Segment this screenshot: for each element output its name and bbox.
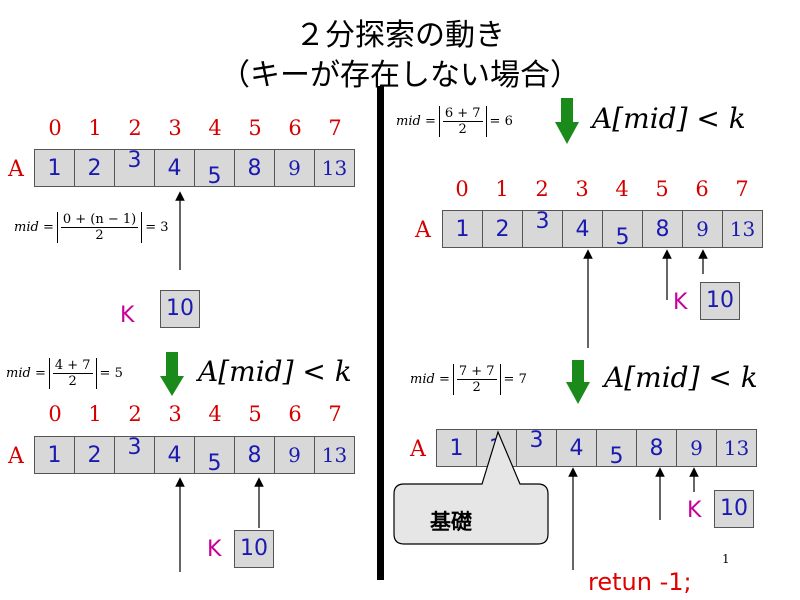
index-4: 4: [208, 402, 222, 426]
index-2: 2: [535, 177, 549, 201]
index-6: 6: [695, 177, 709, 201]
index-1: 1: [88, 116, 102, 140]
index-1: 1: [88, 402, 102, 426]
index-row-2: 0 1 2 3 4 5 6 7: [35, 402, 355, 426]
index-0: 0: [48, 402, 62, 426]
callout-bubble: [393, 430, 549, 545]
key-box-2: 10: [234, 530, 274, 568]
index-3: 3: [168, 116, 182, 140]
index-5: 5: [248, 116, 262, 140]
array-label-1: A: [8, 157, 24, 182]
array-label-4: A: [410, 437, 426, 462]
array-cell: 4: [556, 429, 597, 467]
key-label-4: K: [687, 498, 702, 523]
index-6: 6: [288, 116, 302, 140]
condition-2: A[mid] < k: [198, 355, 352, 388]
index-3: 3: [168, 402, 182, 426]
array-cell: 8: [636, 429, 677, 467]
array-3: 1 2 3 4 5 8 9 13: [442, 209, 763, 250]
array-2: 1 2 3 4 5 8 9 13: [34, 435, 355, 476]
index-7: 7: [328, 116, 342, 140]
array-cell: 13: [314, 149, 355, 187]
array-cell: 4: [154, 436, 195, 474]
array-cell: 3: [114, 435, 155, 474]
array-cell: 13: [314, 436, 355, 474]
array-cell: 4: [562, 210, 603, 248]
array-1: 1 2 3 4 5 8 9 13: [34, 148, 355, 189]
return-statement: retun -1;: [588, 568, 692, 596]
array-cell: 9: [274, 436, 315, 474]
title-line-2: （キーが存在しない場合）: [220, 58, 580, 93]
array-cell: 3: [114, 148, 155, 187]
array-cell: 5: [194, 149, 235, 189]
array-cell: 3: [516, 428, 557, 467]
index-row-3: 0 1 2 3 4 5 6 7: [442, 177, 762, 201]
title-line-1: ２分探索の動き: [295, 18, 505, 53]
green-down-arrow-icon: [566, 360, 590, 404]
center-divider: [377, 86, 384, 580]
array-cell: 8: [642, 210, 683, 248]
array-cell: 1: [34, 149, 75, 187]
index-3: 3: [575, 177, 589, 201]
array-label-3: A: [415, 218, 431, 243]
key-label-1: K: [120, 303, 135, 328]
green-down-arrow-icon: [555, 98, 579, 144]
index-row-1: 0 1 2 3 4 5 6 7: [35, 116, 355, 140]
index-0: 0: [455, 177, 469, 201]
callout-text: 基礎: [430, 510, 472, 534]
index-5: 5: [655, 177, 669, 201]
index-6: 6: [288, 402, 302, 426]
page-number: 1: [722, 552, 730, 566]
array-cell: 2: [74, 436, 115, 474]
key-label-2: K: [207, 537, 222, 562]
array-cell: 13: [716, 429, 757, 467]
index-7: 7: [735, 177, 749, 201]
array-cell: 4: [154, 149, 195, 187]
index-5: 5: [248, 402, 262, 426]
key-box-3: 10: [700, 282, 740, 320]
array-cell: 3: [522, 209, 563, 248]
condition-4: A[mid] < k: [604, 361, 758, 394]
array-cell: 13: [722, 210, 763, 248]
index-2: 2: [128, 116, 142, 140]
array-cell: 8: [234, 436, 275, 474]
array-label-2: A: [8, 444, 24, 469]
array-cell: 2: [74, 149, 115, 187]
index-7: 7: [328, 402, 342, 426]
index-4: 4: [208, 116, 222, 140]
green-down-arrow-icon: [160, 352, 184, 396]
array-cell: 9: [274, 149, 315, 187]
array-cell: 1: [442, 210, 483, 248]
key-box-4: 10: [714, 490, 754, 528]
mid-formula-1: mid = 0 + (n − 1)2 = 3: [14, 212, 169, 243]
key-label-3: K: [673, 290, 688, 315]
index-1: 1: [495, 177, 509, 201]
index-2: 2: [128, 402, 142, 426]
index-0: 0: [48, 116, 62, 140]
key-box-1: 10: [160, 290, 200, 328]
array-cell: 8: [234, 149, 275, 187]
index-4: 4: [615, 177, 629, 201]
array-cell: 1: [34, 436, 75, 474]
condition-3: A[mid] < k: [592, 102, 746, 135]
